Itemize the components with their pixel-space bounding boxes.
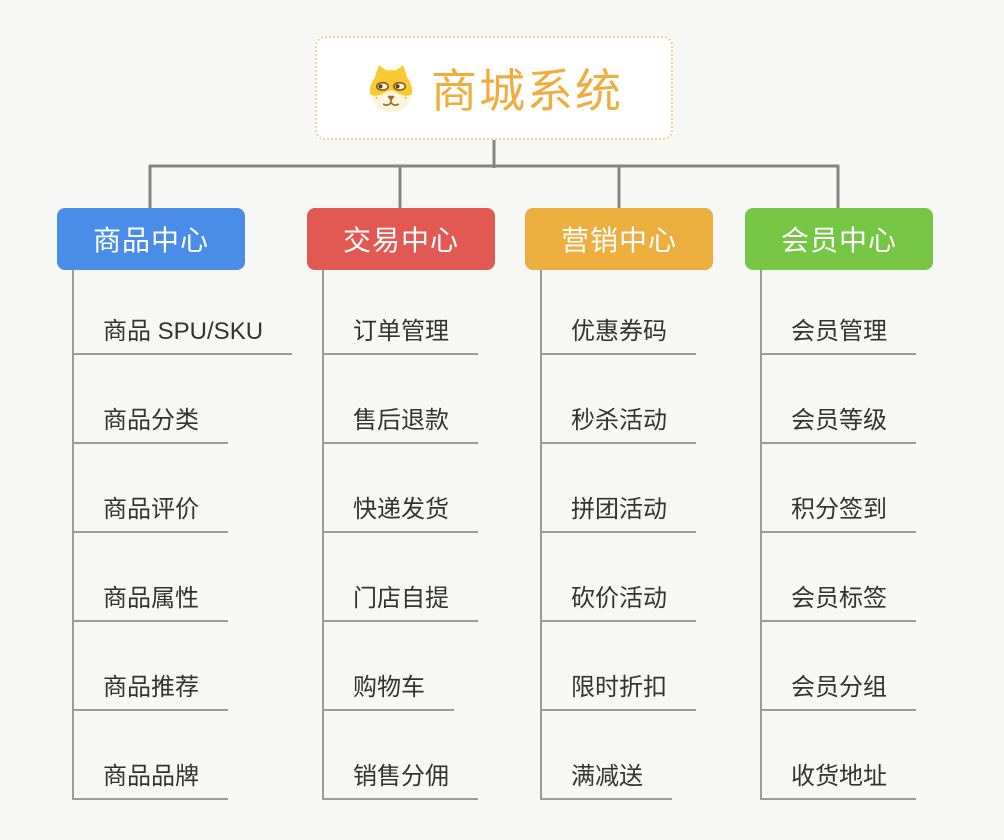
leaf-node[interactable]: 满减送: [542, 756, 672, 800]
leaf-node[interactable]: 商品推荐: [74, 667, 228, 711]
leaf-node[interactable]: 限时折扣: [542, 667, 696, 711]
root-node[interactable]: 商城系统: [315, 36, 673, 140]
leaf-node-slot: 拼团活动: [542, 444, 713, 533]
leaf-node-slot: 快递发货: [324, 444, 495, 533]
branch-children-marketing: 优惠券码 秒杀活动 拼团活动 砍价活动 限时折扣 满减送: [540, 270, 713, 800]
leaf-node[interactable]: 收货地址: [762, 756, 916, 800]
leaf-node-slot: 会员等级: [762, 355, 933, 444]
leaf-node[interactable]: 积分签到: [762, 489, 916, 533]
leaf-node-slot: 商品 SPU/SKU: [74, 270, 293, 355]
root-title: 商城系统: [431, 65, 623, 117]
leaf-node-slot: 商品品牌: [74, 711, 245, 800]
leaf-node[interactable]: 售后退款: [324, 400, 478, 444]
leaf-node[interactable]: 商品 SPU/SKU: [74, 311, 293, 355]
leaf-node[interactable]: 门店自提: [324, 578, 478, 622]
leaf-node[interactable]: 销售分佣: [324, 756, 478, 800]
leaf-node[interactable]: 会员分组: [762, 667, 916, 711]
leaf-node-slot: 限时折扣: [542, 622, 713, 711]
branch-member-center: 会员中心 会员管理 会员等级 积分签到 会员标签 会员分组 收货地址: [745, 208, 933, 800]
leaf-node-slot: 秒杀活动: [542, 355, 713, 444]
leaf-node-slot: 砍价活动: [542, 533, 713, 622]
leaf-node-slot: 订单管理: [324, 270, 495, 355]
leaf-node[interactable]: 购物车: [324, 667, 454, 711]
leaf-node-slot: 满减送: [542, 711, 713, 800]
leaf-node-slot: 积分签到: [762, 444, 933, 533]
leaf-node[interactable]: 优惠券码: [542, 311, 696, 355]
leaf-node-slot: 门店自提: [324, 533, 495, 622]
leaf-node-slot: 会员管理: [762, 270, 933, 355]
leaf-node[interactable]: 快递发货: [324, 489, 478, 533]
leaf-node[interactable]: 会员标签: [762, 578, 916, 622]
leaf-node-slot: 收货地址: [762, 711, 933, 800]
leaf-node[interactable]: 商品评价: [74, 489, 228, 533]
branch-children-product: 商品 SPU/SKU 商品分类 商品评价 商品属性 商品推荐 商品品牌: [72, 270, 293, 800]
leaf-node-slot: 售后退款: [324, 355, 495, 444]
leaf-node[interactable]: 砍价活动: [542, 578, 696, 622]
branch-marketing-center: 营销中心 优惠券码 秒杀活动 拼团活动 砍价活动 限时折扣 满减送: [525, 208, 713, 800]
branch-children-member: 会员管理 会员等级 积分签到 会员标签 会员分组 收货地址: [760, 270, 933, 800]
connector-path: [148, 140, 840, 208]
leaf-node[interactable]: 会员管理: [762, 311, 916, 355]
dog-face-icon: [365, 62, 417, 114]
leaf-node-slot: 销售分佣: [324, 711, 495, 800]
branch-trade-center: 交易中心 订单管理 售后退款 快递发货 门店自提 购物车 销售分佣: [307, 208, 495, 800]
branch-children-trade: 订单管理 售后退款 快递发货 门店自提 购物车 销售分佣: [322, 270, 495, 800]
branch-product-center: 商品中心 商品 SPU/SKU 商品分类 商品评价 商品属性 商品推荐 商品品牌: [57, 208, 293, 800]
leaf-node[interactable]: 订单管理: [324, 311, 478, 355]
branch-node-member-center[interactable]: 会员中心: [745, 208, 933, 270]
leaf-node-slot: 商品推荐: [74, 622, 245, 711]
leaf-node[interactable]: 会员等级: [762, 400, 916, 444]
branch-node-marketing-center[interactable]: 营销中心: [525, 208, 713, 270]
leaf-node[interactable]: 拼团活动: [542, 489, 696, 533]
leaf-node-slot: 商品分类: [74, 355, 245, 444]
leaf-node-slot: 商品属性: [74, 533, 245, 622]
leaf-node[interactable]: 秒杀活动: [542, 400, 696, 444]
leaf-node-slot: 会员标签: [762, 533, 933, 622]
leaf-node-slot: 会员分组: [762, 622, 933, 711]
branch-node-product-center[interactable]: 商品中心: [57, 208, 245, 270]
leaf-node[interactable]: 商品分类: [74, 400, 228, 444]
leaf-node-slot: 商品评价: [74, 444, 245, 533]
leaf-node-slot: 优惠券码: [542, 270, 713, 355]
leaf-node-slot: 购物车: [324, 622, 495, 711]
leaf-node[interactable]: 商品属性: [74, 578, 228, 622]
leaf-node[interactable]: 商品品牌: [74, 756, 228, 800]
branch-node-trade-center[interactable]: 交易中心: [307, 208, 495, 270]
